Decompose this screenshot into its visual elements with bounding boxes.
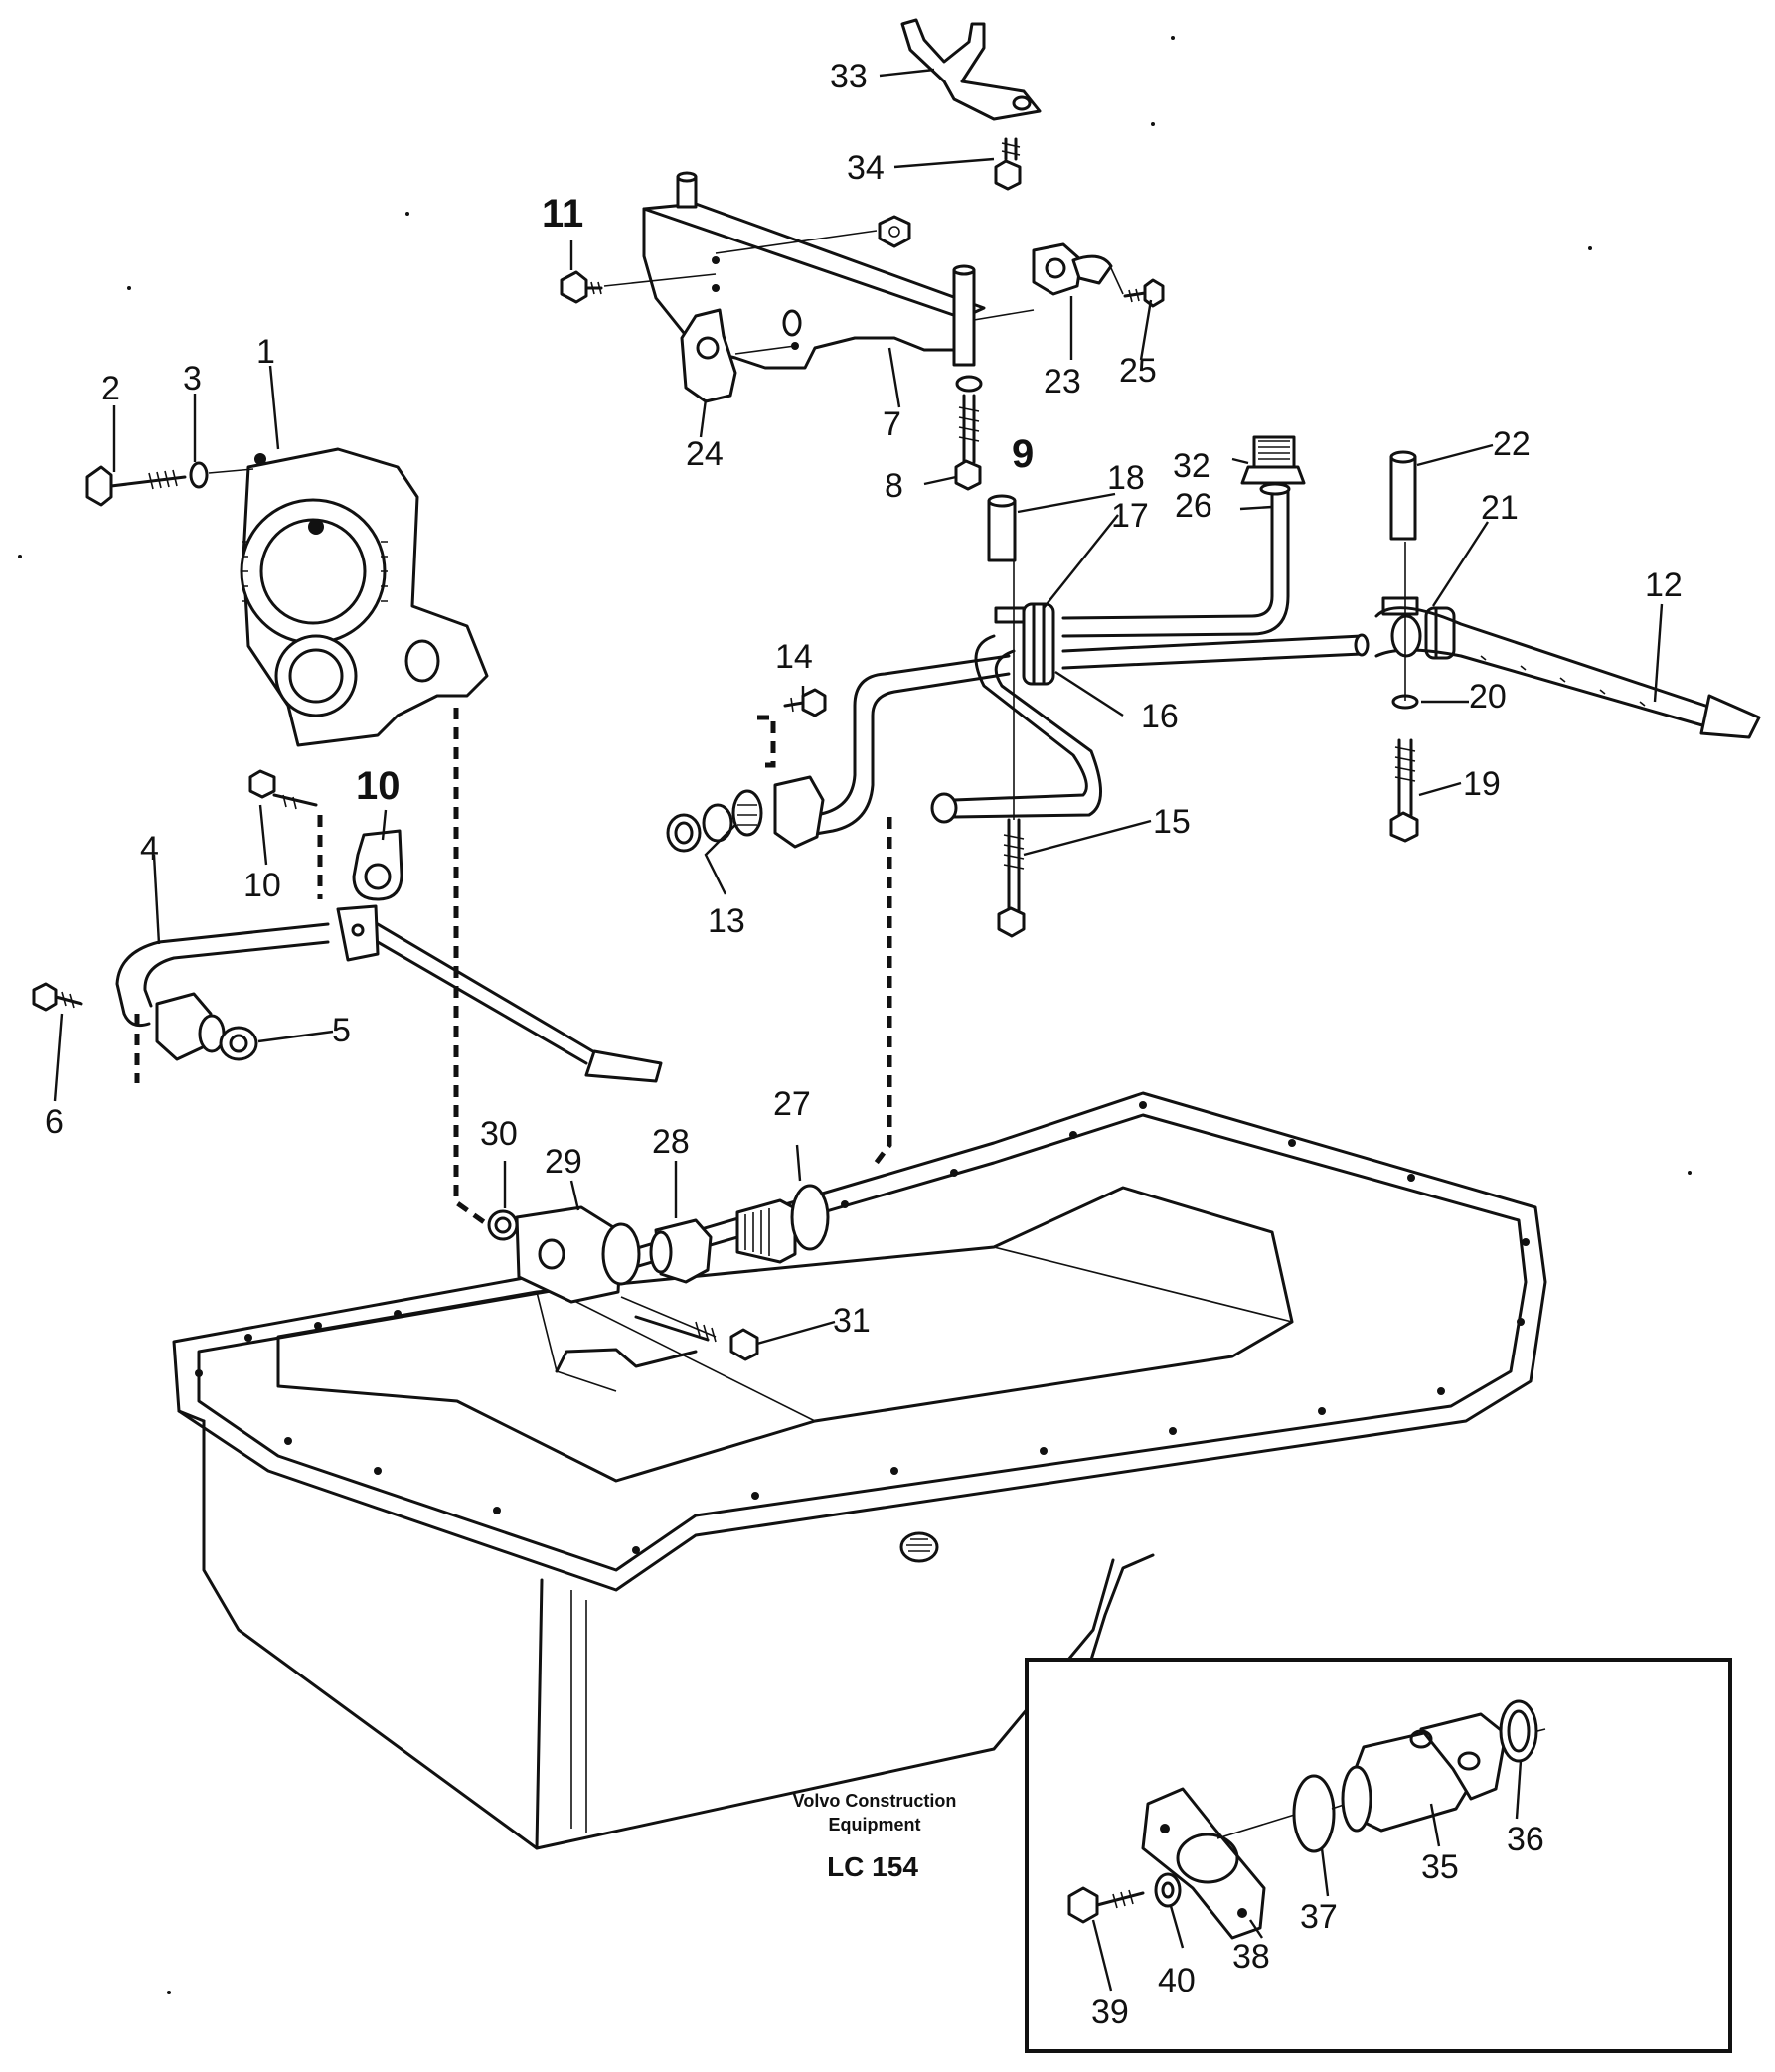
- callout-24: 24: [686, 435, 724, 473]
- pipe-union: [1240, 435, 1306, 496]
- bracket-nut: [878, 215, 911, 248]
- callout-38: 38: [1232, 1938, 1270, 1976]
- pipe-clamp: [900, 18, 1042, 121]
- callout-22: 22: [1493, 425, 1531, 463]
- callout-19: 19: [1463, 765, 1501, 803]
- callout-27: 27: [773, 1085, 811, 1123]
- callout-18: 18: [1107, 459, 1145, 497]
- callout-31: 31: [833, 1302, 871, 1340]
- callout-16: 16: [1141, 698, 1179, 735]
- callout-13: 13: [708, 902, 745, 940]
- callout-14: 14: [775, 638, 813, 676]
- callout-35: 35: [1421, 1848, 1459, 1886]
- caption-line2: Equipment: [829, 1815, 921, 1834]
- bracket-bolt-lower: [954, 375, 983, 491]
- callout-8: 8: [885, 467, 903, 505]
- flange-bolt-small: [783, 688, 827, 717]
- caption: Volvo Construction Equipment LC 154: [793, 1791, 957, 1882]
- flange-right: [1032, 242, 1113, 296]
- flange-bolt-left: [32, 982, 83, 1012]
- caption-code: LC 154: [827, 1851, 918, 1882]
- callout-1: 1: [256, 333, 275, 371]
- callout-20: 20: [1469, 678, 1507, 716]
- scan-specks: [18, 36, 1692, 1994]
- callout-36: 36: [1507, 1821, 1544, 1858]
- callout-37: 37: [1300, 1898, 1338, 1936]
- oil-pipe-flange: [155, 992, 258, 1061]
- callout-33: 33: [830, 58, 868, 95]
- oil-pump: [240, 447, 489, 747]
- callout-30: 30: [480, 1115, 518, 1153]
- callout-40: 40: [1158, 1962, 1196, 1999]
- callout-10-bolt: 10: [243, 867, 281, 904]
- callout-12: 12: [1645, 566, 1683, 604]
- callout-34: 34: [847, 149, 885, 187]
- pressure-pipe: [808, 485, 1370, 837]
- caption-line1: Volvo Construction: [793, 1791, 957, 1811]
- suction-pipe: [1374, 606, 1761, 739]
- callout-labels: 1 2 3 4 5 6 7 8 9 10 10 11 12 13 14 15 1…: [45, 58, 1683, 2031]
- pipe-clamp-double: [994, 602, 1055, 686]
- callout-28: 28: [652, 1123, 690, 1161]
- bracket-bolt-left: [560, 270, 603, 304]
- connector-block: [515, 1205, 641, 1304]
- clip-bolt: [248, 769, 318, 810]
- connector-bolt: [634, 1315, 759, 1361]
- callout-6: 6: [45, 1103, 64, 1141]
- sleeve: [649, 1218, 713, 1284]
- flange-left: [680, 308, 737, 403]
- leader-lines: [53, 68, 1664, 1992]
- callout-29: 29: [545, 1143, 582, 1181]
- detail-inset: [1025, 1553, 1732, 2053]
- callout-9: 9: [1012, 432, 1034, 476]
- pipe-flange: [666, 775, 825, 853]
- spacer-sleeve-right: [1389, 450, 1417, 541]
- spacer-sleeve: [987, 494, 1017, 562]
- callout-32: 32: [1173, 447, 1210, 485]
- pump-bolt: [85, 465, 187, 507]
- threaded-nipple: [735, 1184, 830, 1264]
- callout-4: 4: [140, 830, 159, 868]
- callout-10-clip: 10: [356, 764, 401, 808]
- oil-pipe: [115, 904, 663, 1083]
- callout-21: 21: [1481, 489, 1519, 527]
- pipe-clip: [352, 829, 403, 901]
- callout-2: 2: [101, 370, 120, 407]
- pipe-bolt: [997, 818, 1026, 938]
- callout-15: 15: [1153, 803, 1191, 841]
- callout-23: 23: [1044, 363, 1081, 400]
- callout-39: 39: [1091, 1993, 1129, 2031]
- callout-26: 26: [1175, 487, 1212, 525]
- pump-washer: [189, 461, 209, 489]
- callout-7: 7: [883, 405, 901, 443]
- oil-sump: [172, 1091, 1547, 1850]
- callout-5: 5: [332, 1012, 351, 1049]
- pipe-clamp-right: [1381, 596, 1456, 660]
- callout-3: 3: [183, 360, 202, 398]
- callout-25: 25: [1119, 352, 1157, 390]
- clamp-bolt: [994, 137, 1022, 191]
- o-ring-small: [487, 1209, 519, 1241]
- callout-17: 17: [1111, 497, 1149, 535]
- callout-11: 11: [542, 192, 583, 236]
- flange-bolt: [1123, 278, 1165, 308]
- suction-pipe-bolt: [1389, 694, 1419, 843]
